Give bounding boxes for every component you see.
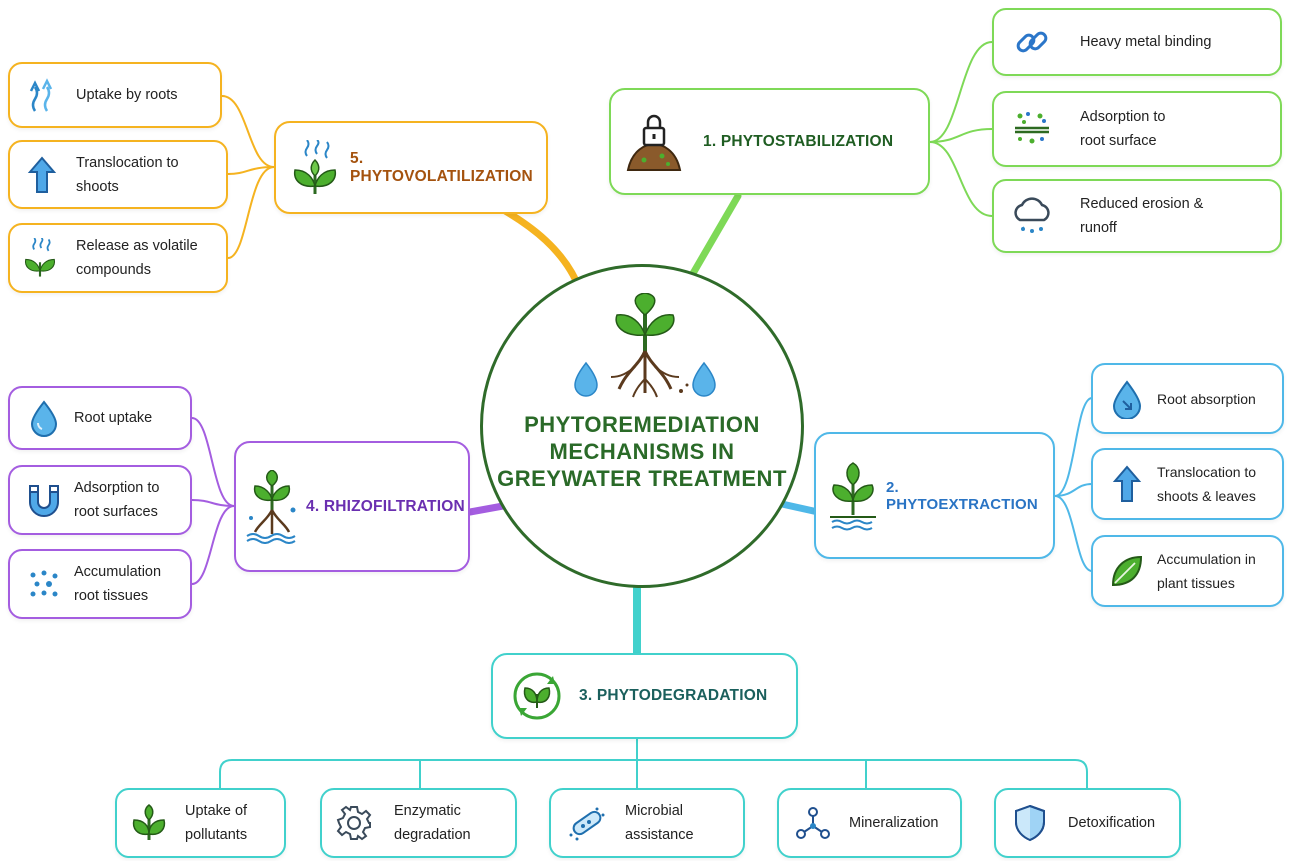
- list-item[interactable]: Detoxification: [994, 788, 1181, 858]
- gear-icon: [334, 805, 374, 841]
- plant-vapor-icon: [288, 139, 342, 196]
- item-label: Accumulation root tissues: [74, 564, 162, 604]
- item-label: Adsorption to root surfaces: [74, 480, 160, 520]
- phytoextraction-node[interactable]: 2. PHYTOEXTRACTION: [814, 432, 1055, 559]
- item-label: Translocation to shoots & leaves: [1157, 464, 1257, 504]
- list-item[interactable]: Release as volatile compounds: [8, 223, 228, 293]
- item-label: Heavy metal binding: [1080, 34, 1212, 50]
- center-title: PHYTOREMEDIATION MECHANISMS IN GREYWATER…: [497, 412, 787, 491]
- list-item[interactable]: Adsorption to root surfaces: [8, 465, 192, 535]
- list-item[interactable]: Root absorption: [1091, 363, 1284, 434]
- item-label: Root uptake: [74, 410, 153, 426]
- list-item[interactable]: Uptake by roots: [8, 62, 222, 128]
- up-arrow-icon: [22, 155, 62, 195]
- list-item[interactable]: Enzymatic degradation: [320, 788, 517, 858]
- list-item[interactable]: Microbial assistance: [549, 788, 745, 858]
- item-label: Mineralization: [849, 815, 939, 831]
- phytostabilization-node[interactable]: 1. PHYTOSTABILIZATION: [609, 88, 930, 195]
- plant-roots-icon: [561, 292, 729, 408]
- item-label: Uptake of pollutants: [185, 803, 248, 843]
- item-label: Uptake by roots: [76, 87, 178, 103]
- item-label: Release as volatile compounds: [76, 238, 198, 278]
- phytodegradation-label: 3. PHYTODEGRADATION: [579, 687, 768, 704]
- item-label: Detoxification: [1068, 815, 1156, 831]
- list-item[interactable]: Translocation to shoots & leaves: [1091, 448, 1284, 520]
- list-item[interactable]: Reduced erosion & runoff: [992, 179, 1282, 253]
- item-label: Root absorption: [1157, 390, 1256, 407]
- list-item[interactable]: Heavy metal binding: [992, 8, 1282, 76]
- item-label: Accumulation in plant tissues: [1157, 551, 1256, 591]
- microbe-icon: [565, 805, 609, 841]
- lock-soil-icon: [619, 110, 689, 174]
- phytovolatilization-node[interactable]: 5. PHYTOVOLATILIZATION: [274, 121, 548, 214]
- dots-icon: [24, 569, 64, 599]
- magnet-icon: [24, 482, 64, 518]
- plant-water-icon: [826, 461, 880, 531]
- water-drop-icon: [24, 399, 64, 437]
- item-label: Reduced erosion & runoff: [1080, 196, 1204, 236]
- phytostabilization-label: 1. PHYTOSTABILIZATION: [703, 132, 894, 150]
- chain-link-icon: [1008, 24, 1056, 60]
- center-node: PHYTOREMEDIATION MECHANISMS IN GREYWATER…: [480, 264, 804, 588]
- plant-icon: [129, 804, 169, 842]
- item-label: Enzymatic degradation: [394, 803, 471, 843]
- list-item[interactable]: Translocation to shoots: [8, 140, 228, 209]
- item-label: Translocation to shoots: [76, 154, 179, 195]
- plant-vapor-icon: [20, 238, 60, 278]
- phytovolatilization-label: 5. PHYTOVOLATILIZATION: [350, 149, 533, 185]
- rain-cloud-icon: [1008, 196, 1056, 236]
- recycle-leaf-icon: [507, 670, 567, 722]
- list-item[interactable]: Mineralization: [777, 788, 962, 858]
- water-drop-arrow-icon: [1107, 379, 1147, 419]
- rhizofiltration-label: 4. RHIZOFILTRATION: [306, 497, 465, 515]
- list-item[interactable]: Accumulation root tissues: [8, 549, 192, 619]
- shield-icon: [1010, 804, 1050, 842]
- list-item[interactable]: Uptake of pollutants: [115, 788, 286, 858]
- molecule-icon: [793, 806, 833, 840]
- phytodegradation-node[interactable]: 3. PHYTODEGRADATION: [491, 653, 798, 739]
- list-item[interactable]: Root uptake: [8, 386, 192, 450]
- leaf-icon: [1107, 553, 1147, 589]
- item-label: Adsorption to root surface: [1080, 109, 1166, 149]
- list-item[interactable]: Accumulation in plant tissues: [1091, 535, 1284, 607]
- up-arrow-icon: [1107, 464, 1147, 504]
- list-item[interactable]: Adsorption to root surface: [992, 91, 1282, 167]
- wavy-arrows-icon: [22, 77, 62, 113]
- rhizofiltration-node[interactable]: 4. RHIZOFILTRATION: [234, 441, 470, 572]
- adsorption-layer-icon: [1008, 111, 1056, 147]
- phytoextraction-label: 2. PHYTOEXTRACTION: [886, 478, 1038, 513]
- item-label: Microbial assistance: [625, 803, 694, 843]
- plant-roots-water-icon: [244, 469, 300, 544]
